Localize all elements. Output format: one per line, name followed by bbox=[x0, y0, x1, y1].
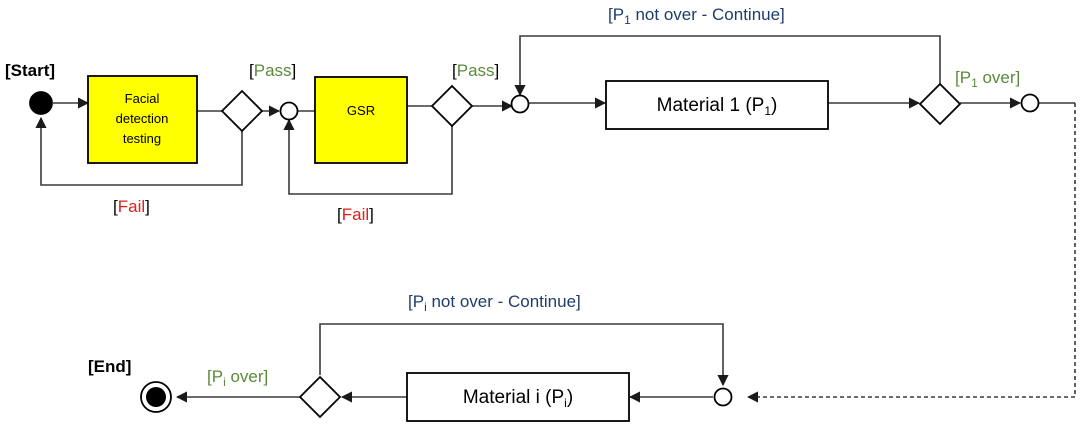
material-1-box bbox=[605, 80, 829, 130]
decision-diamond-2 bbox=[430, 84, 474, 128]
facial-line2: detection bbox=[116, 111, 169, 126]
start-node bbox=[29, 91, 53, 115]
fail-label-1: [Fail] bbox=[113, 197, 150, 216]
end-node-core bbox=[146, 387, 166, 407]
merge-node-3 bbox=[1020, 93, 1040, 113]
merge-node-2 bbox=[510, 94, 530, 114]
edge-dashed-connector bbox=[746, 103, 1076, 403]
material-1-label: Material 1 (P1) bbox=[657, 95, 778, 118]
decision-diamond-1 bbox=[220, 89, 264, 133]
gsr-label: GSR bbox=[347, 103, 375, 118]
merge-node-4 bbox=[713, 387, 733, 407]
pass-label-1: [Pass] bbox=[249, 61, 296, 80]
pi-over-label: [Pi over] bbox=[207, 367, 268, 389]
p1-over-label: [P1 over] bbox=[955, 68, 1020, 90]
edge-fail2-loop bbox=[283, 118, 453, 195]
facial-detection-box bbox=[87, 75, 198, 164]
fail-label-2: [Fail] bbox=[337, 205, 374, 224]
merge-node-1 bbox=[279, 101, 299, 121]
edge-pi-continue-loop bbox=[319, 323, 729, 387]
material-i-label: Material i (Pi) bbox=[463, 387, 573, 410]
pass-label-2: [Pass] bbox=[452, 61, 499, 80]
facial-line3: testing bbox=[123, 131, 161, 146]
gsr-box bbox=[314, 76, 408, 164]
end-label: [End] bbox=[88, 357, 131, 376]
pi-not-over-continue-label: [Pi not over - Continue] bbox=[408, 292, 581, 314]
material-i-box bbox=[406, 372, 630, 422]
decision-diamond-3 bbox=[918, 82, 962, 126]
p1-not-over-continue-label: [P1 not over - Continue] bbox=[608, 5, 785, 27]
edge-p1-continue-loop bbox=[514, 35, 941, 97]
decision-diamond-4 bbox=[298, 375, 342, 419]
facial-line1: Facial bbox=[125, 91, 160, 106]
start-label: [Start] bbox=[5, 61, 55, 80]
edge-fail1-loop bbox=[35, 116, 243, 186]
